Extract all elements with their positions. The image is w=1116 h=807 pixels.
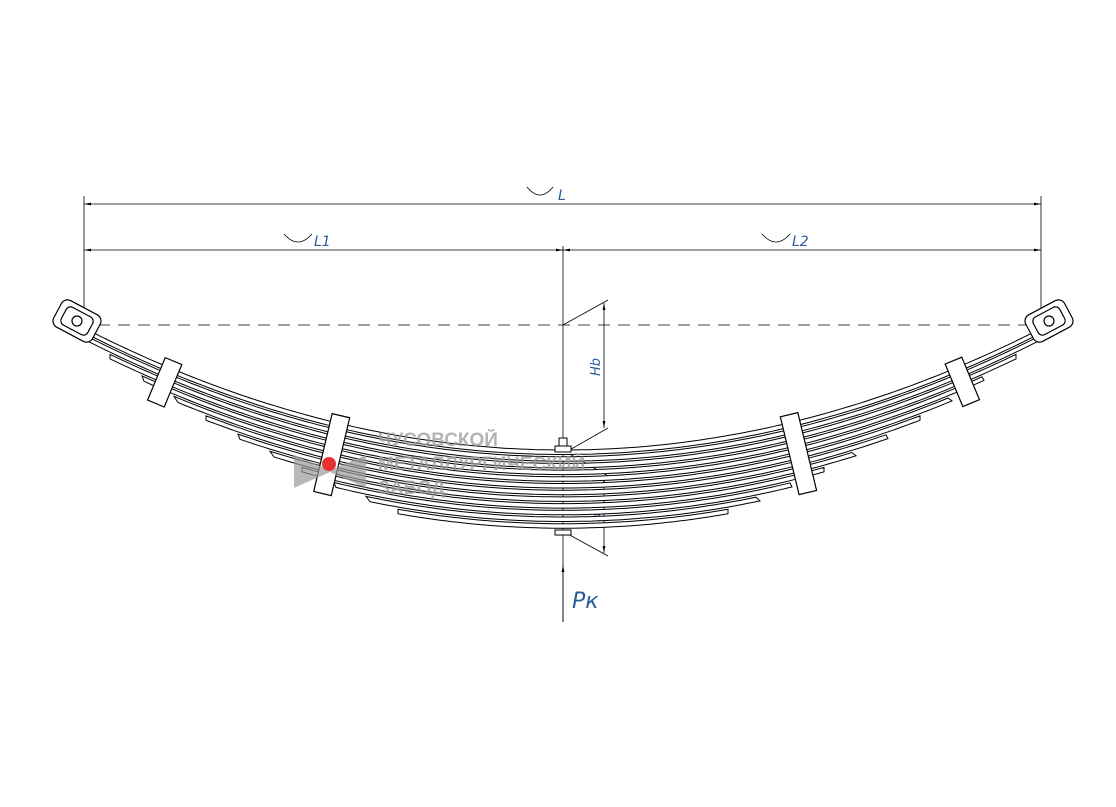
spring-leaf bbox=[397, 508, 729, 529]
label-Hb: Hb bbox=[589, 358, 604, 376]
label-L: L bbox=[558, 188, 566, 204]
leaf-clamp bbox=[779, 411, 818, 496]
spring-leaf bbox=[141, 374, 985, 476]
watermark-line1: ЧУСОВСКОЙ bbox=[378, 429, 498, 451]
spring-leaf bbox=[205, 415, 921, 489]
leaf-clamp bbox=[944, 356, 981, 408]
dimension-lines bbox=[78, 186, 1048, 622]
spring-leaf bbox=[268, 450, 858, 502]
arc-symbol-icon bbox=[761, 233, 791, 243]
watermark-line3: ЗАВОД bbox=[378, 478, 445, 499]
leaf-clamp bbox=[146, 356, 183, 408]
watermark-line2: МЕТАЛЛУРГИЧЕСКИЙ bbox=[378, 453, 585, 475]
spring-leaf bbox=[172, 395, 954, 482]
label-load: Pк bbox=[572, 589, 599, 614]
label-L2: L2 bbox=[792, 234, 809, 250]
spring-leaf bbox=[364, 495, 762, 522]
spring-leaf bbox=[333, 481, 793, 516]
left-eye bbox=[52, 299, 102, 343]
spring-leaf bbox=[301, 466, 825, 509]
arc-symbol-icon bbox=[283, 233, 313, 243]
arc-symbol-icon bbox=[526, 186, 554, 196]
center-bolt bbox=[554, 437, 572, 536]
spring-leaf bbox=[237, 433, 889, 496]
right-eye bbox=[1024, 299, 1074, 343]
watermark-logo: ЧУСОВСКОЙ МЕТАЛЛУРГИЧЕСКИЙ ЗАВОД bbox=[294, 429, 585, 499]
label-L1: L1 bbox=[314, 234, 331, 250]
